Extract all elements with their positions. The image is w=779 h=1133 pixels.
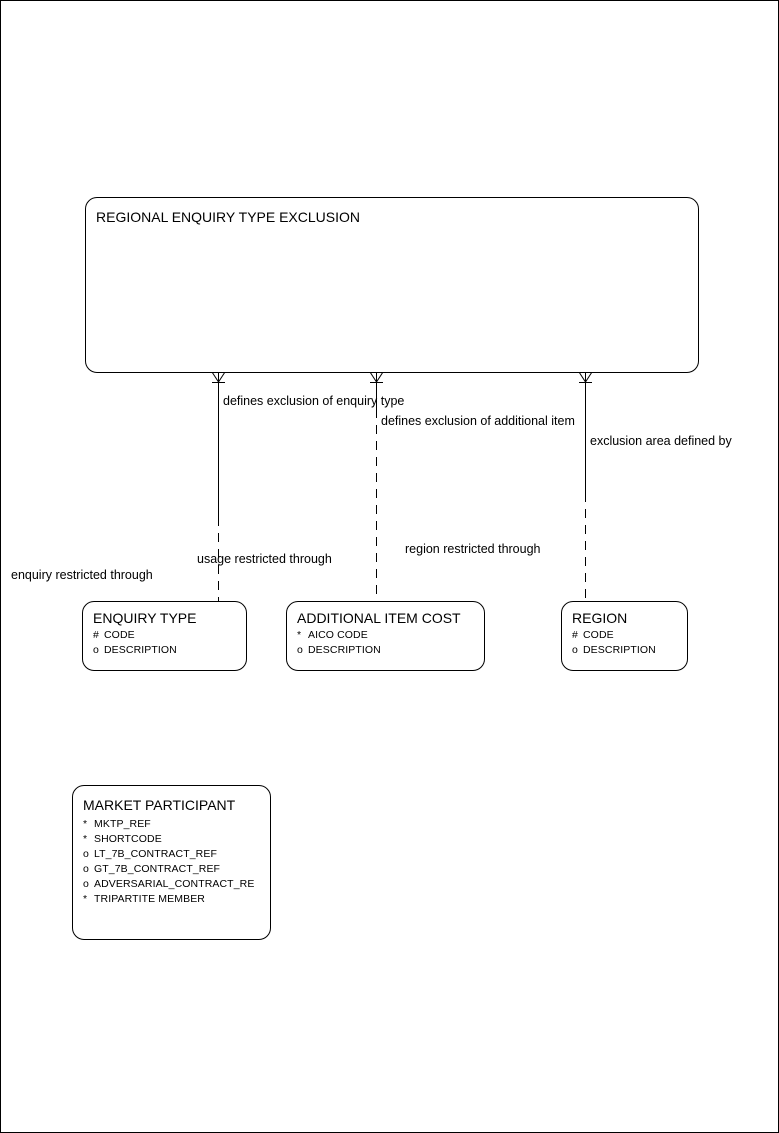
- connector-region: [578, 371, 593, 601]
- entity-enquiry-type[interactable]: ENQUIRY TYPE # CODE o DESCRIPTION: [82, 601, 247, 671]
- attribute-row: * TRIPARTITE MEMBER: [83, 892, 254, 907]
- entity-name-regional-enquiry-type-exclusion: REGIONAL ENQUIRY TYPE EXCLUSION: [96, 209, 361, 225]
- attribute-marker: o: [83, 878, 89, 890]
- entity-name-additional-item-cost: ADDITIONAL ITEM COST: [297, 610, 461, 626]
- crowsfoot-icon-region: [578, 371, 593, 383]
- attribute-marker: o: [93, 644, 99, 656]
- attribute-marker: o: [572, 644, 578, 656]
- rel-label-defines-exclusion-of-enquiry-type: defines exclusion of enquiry type: [223, 394, 405, 408]
- entity-name-region: REGION: [572, 610, 628, 626]
- attribute-marker: #: [572, 629, 578, 641]
- attribute-marker: *: [83, 893, 88, 905]
- attribute-row: # CODE: [93, 628, 177, 643]
- rel-label-region-restricted-through: region restricted through: [405, 542, 541, 556]
- attribute-marker: *: [83, 833, 88, 845]
- rel-label-usage-restricted-through: usage restricted through: [197, 552, 332, 566]
- attribute-list-region: # CODE o DESCRIPTION: [572, 628, 656, 658]
- attribute-marker: #: [93, 629, 99, 641]
- attribute-name: DESCRIPTION: [104, 644, 177, 656]
- attribute-list-market-participant: * MKTP_REF * SHORTCODE o LT_7B_CONTRACT_REF…: [83, 817, 254, 907]
- attribute-row: * AICO CODE: [297, 628, 381, 643]
- attribute-list-additional-item-cost: * AICO CODE o DESCRIPTION: [297, 628, 381, 658]
- connector-enquiry-type: [211, 371, 226, 601]
- attribute-row: # CODE: [572, 628, 656, 643]
- attribute-row: o DESCRIPTION: [572, 643, 656, 658]
- attribute-row: o DESCRIPTION: [93, 643, 177, 658]
- attribute-name: DESCRIPTION: [308, 644, 381, 656]
- attribute-name: TRIPARTITE MEMBER: [94, 893, 205, 905]
- attribute-marker: o: [83, 848, 89, 860]
- attribute-name: CODE: [104, 629, 135, 641]
- attribute-marker: o: [297, 644, 303, 656]
- attribute-marker: *: [297, 629, 302, 641]
- attribute-name: GT_7B_CONTRACT_REF: [94, 863, 221, 875]
- attribute-name: MKTP_REF: [94, 818, 151, 830]
- rel-label-exclusion-area-defined-by: exclusion area defined by: [590, 434, 732, 448]
- attribute-row: o GT_7B_CONTRACT_REF: [83, 862, 254, 877]
- attribute-name: LT_7B_CONTRACT_REF: [94, 848, 217, 860]
- attribute-name: ADVERSARIAL_CONTRACT_RE: [94, 878, 255, 890]
- rel-label-enquiry-restricted-through: enquiry restricted through: [11, 568, 153, 582]
- entity-region[interactable]: REGION # CODE o DESCRIPTION: [561, 601, 688, 671]
- crowsfoot-icon-enquiry-type: [211, 371, 226, 383]
- attribute-row: o ADVERSARIAL_CONTRACT_RE: [83, 877, 254, 892]
- attribute-row: * SHORTCODE: [83, 832, 254, 847]
- attribute-list-enquiry-type: # CODE o DESCRIPTION: [93, 628, 177, 658]
- attribute-row: * MKTP_REF: [83, 817, 254, 832]
- attribute-name: SHORTCODE: [94, 833, 162, 845]
- entity-additional-item-cost[interactable]: ADDITIONAL ITEM COST * AICO CODE o DESCRIP…: [286, 601, 485, 671]
- attribute-name: CODE: [583, 629, 614, 641]
- attribute-name: AICO CODE: [308, 629, 368, 641]
- connector-additional-item-cost: [369, 371, 384, 601]
- rel-label-defines-exclusion-of-additional-item: defines exclusion of additional item: [381, 414, 575, 428]
- attribute-marker: o: [83, 863, 89, 875]
- entity-regional-enquiry-type-exclusion[interactable]: REGIONAL ENQUIRY TYPE EXCLUSION: [85, 197, 699, 373]
- attribute-marker: *: [83, 818, 88, 830]
- attribute-row: o LT_7B_CONTRACT_REF: [83, 847, 254, 862]
- entity-market-participant[interactable]: MARKET PARTICIPANT * MKTP_REF * SHORTCODE …: [72, 785, 271, 940]
- entity-name-enquiry-type: ENQUIRY TYPE: [93, 610, 197, 626]
- attribute-row: o DESCRIPTION: [297, 643, 381, 658]
- crowsfoot-icon-additional-item-cost: [369, 371, 384, 383]
- attribute-name: DESCRIPTION: [583, 644, 656, 656]
- entity-name-market-participant: MARKET PARTICIPANT: [83, 797, 236, 813]
